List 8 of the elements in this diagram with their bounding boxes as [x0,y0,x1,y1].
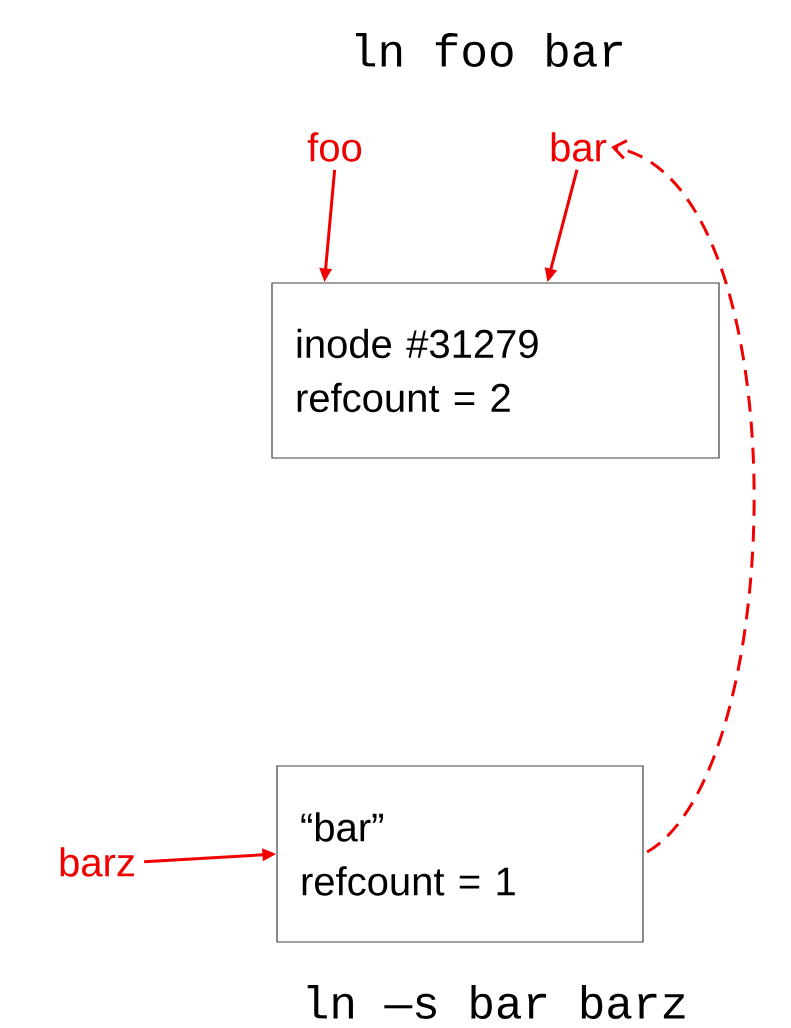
command-text: ln foo bar [355,33,622,67]
record-box: inode #31279 refcount = 2 [271,282,720,459]
name-label: barz [60,847,134,877]
arrow [611,139,756,854]
name-label: bar [551,132,607,162]
command-text: ln —s bar barz [307,985,685,1019]
name-label: foo [307,132,362,162]
record-box: “bar” refcount = 1 [276,765,644,943]
